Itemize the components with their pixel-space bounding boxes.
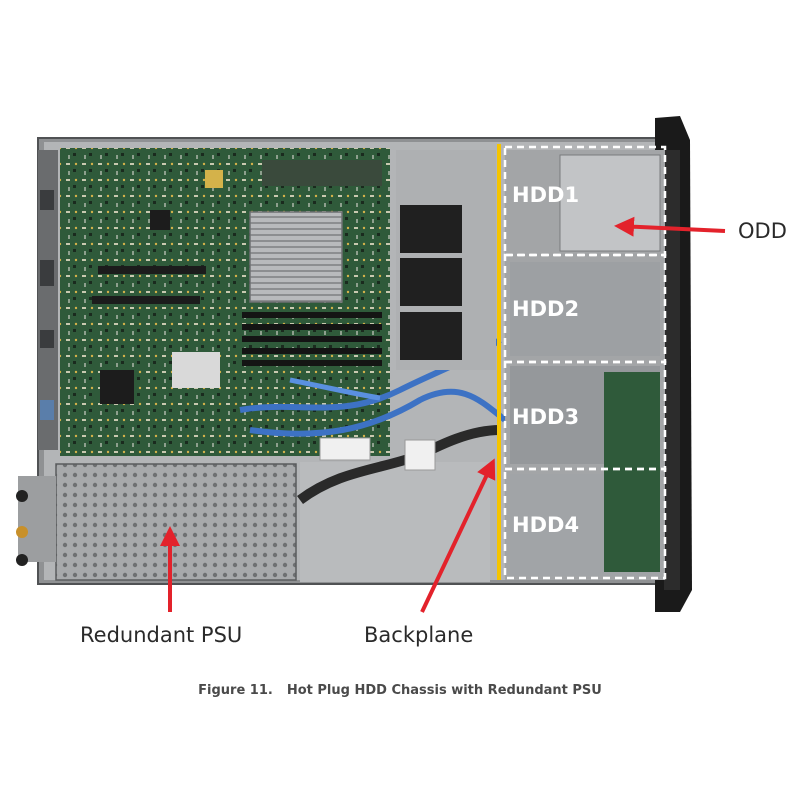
hdd1-bay-outline (503, 145, 667, 257)
slot-2 (92, 296, 200, 304)
hdd3-label: HDD3 (512, 405, 579, 429)
psu-knob-2 (16, 526, 28, 538)
rear-port-3 (40, 330, 54, 348)
sata-cable-2 (249, 388, 507, 437)
fan-1 (400, 205, 462, 253)
chip-3 (172, 352, 220, 388)
dimm-slot-4 (242, 348, 382, 354)
hdd2-bay-outline (503, 253, 667, 364)
psu-knob-1 (16, 490, 28, 502)
backplane-label: Backplane (364, 623, 473, 647)
rear-panel (38, 150, 58, 450)
dimm-slot-1 (242, 312, 382, 318)
fan-2 (400, 258, 462, 306)
bezel-inner (664, 150, 680, 590)
hdd3-bay-outline (503, 360, 667, 471)
rear-port-2 (40, 260, 54, 286)
caption-number: Figure 11. (198, 683, 273, 698)
psu-handle (18, 476, 56, 562)
slot-1 (98, 266, 206, 274)
rear-port-1 (40, 190, 54, 210)
odd-drive (559, 154, 661, 252)
backplane-board (604, 372, 660, 572)
dimm-slot-2 (242, 324, 382, 330)
psu-knob-3 (16, 554, 28, 566)
backplane-arrow (420, 458, 496, 613)
sata-cable-3 (289, 377, 381, 401)
odd-arrow (614, 216, 726, 237)
power-connector (319, 437, 371, 461)
chip-5 (262, 160, 382, 186)
caption-text: Hot Plug HDD Chassis with Redundant PSU (287, 683, 602, 698)
hdd4-bay-outline (503, 467, 667, 580)
dimm-slot-5 (242, 360, 382, 366)
hdd1-label: HDD1 (512, 183, 579, 207)
cpu-heatsink (249, 211, 343, 303)
hdd2-label: HDD2 (512, 297, 579, 321)
odd-label: ODD (738, 219, 787, 243)
hdd2-carrier (510, 262, 660, 356)
power-connector-2 (404, 439, 436, 471)
rear-port-4 (40, 400, 54, 420)
figure-caption: Figure 11. Hot Plug HDD Chassis with Redu… (198, 683, 602, 698)
psu-label: Redundant PSU (80, 623, 242, 647)
fan-3 (400, 312, 462, 360)
psu-body (55, 463, 297, 581)
chip-4 (205, 170, 223, 188)
chip-2 (100, 370, 134, 404)
hdd4-label: HDD4 (512, 513, 579, 537)
chip-1 (150, 210, 170, 230)
dimm-slot-3 (242, 336, 382, 342)
